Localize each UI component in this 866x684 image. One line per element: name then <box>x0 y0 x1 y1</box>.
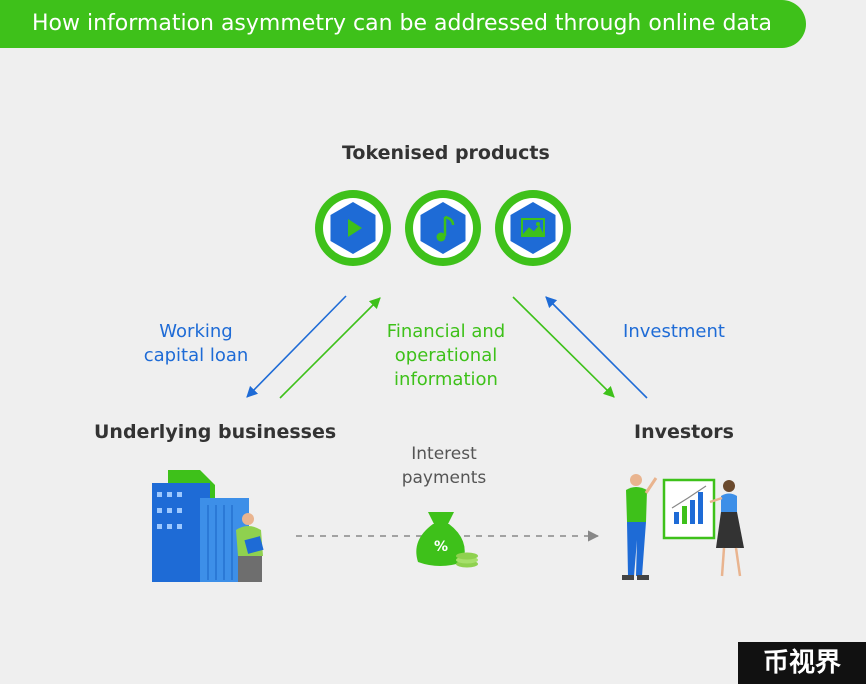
svg-text:%: % <box>434 539 448 555</box>
financial-info-label: Financial and operational information <box>386 321 506 390</box>
working-capital-loan-label: Working capital loan <box>143 321 249 366</box>
image-icon <box>495 190 571 266</box>
financial-info-arrow <box>279 297 381 399</box>
money-bag-icon: % <box>416 512 478 568</box>
watermark: 币视界 <box>738 642 866 684</box>
tokenised-products-heading: Tokenised products <box>342 142 550 164</box>
title-banner: How information asymmetry can be address… <box>0 0 806 48</box>
financial-info-arrow-right <box>512 296 615 398</box>
music-note-icon <box>405 190 481 266</box>
investors-heading: Investors <box>634 421 734 443</box>
investment-arrow <box>545 296 648 399</box>
working-capital-loan-arrow <box>246 295 347 398</box>
interest-payments-label: Interest payments <box>401 444 487 488</box>
buildings-illustration <box>152 470 264 582</box>
investors-illustration <box>622 474 744 580</box>
underlying-businesses-heading: Underlying businesses <box>94 421 337 443</box>
investment-label: Investment <box>623 321 725 342</box>
play-icon <box>315 190 391 266</box>
